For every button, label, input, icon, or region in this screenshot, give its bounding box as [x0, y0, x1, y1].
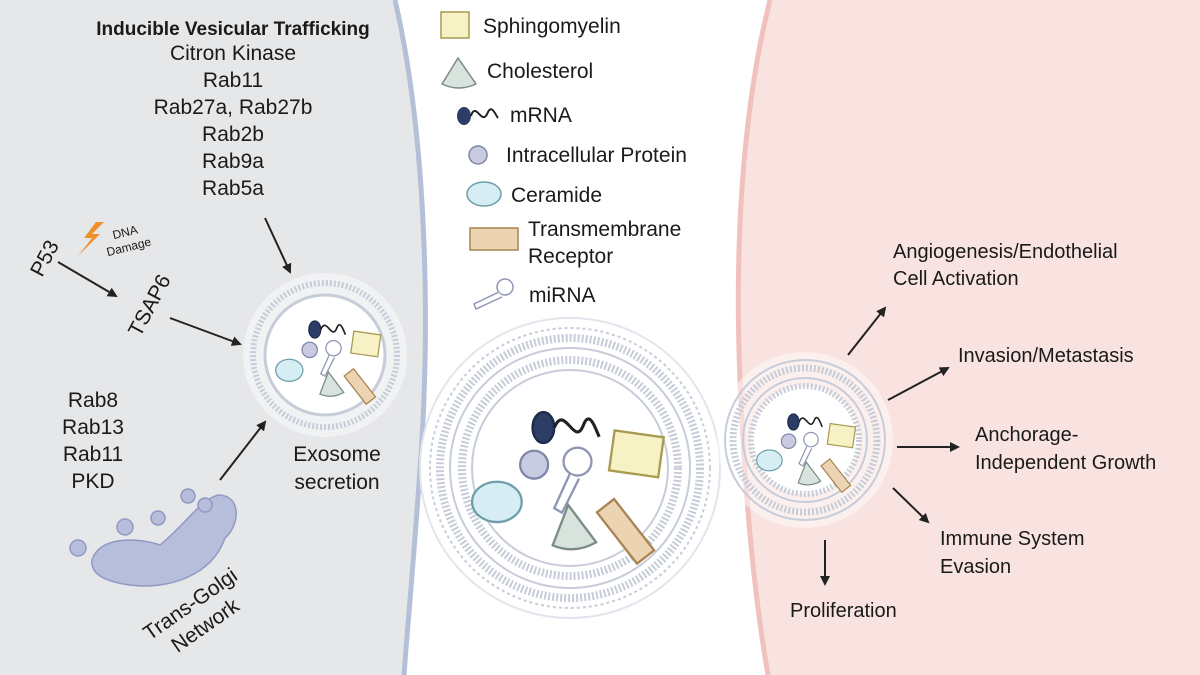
exosome-label: secretion — [294, 471, 379, 494]
trafficking-item: Rab9a — [202, 150, 264, 173]
legend-label: Intracellular Protein — [506, 144, 687, 167]
secreting-exosome — [243, 273, 407, 437]
cholesterol-icon — [440, 56, 478, 89]
trafficking-item: Rab2b — [202, 123, 264, 146]
tsap6-arrow — [169, 317, 242, 346]
rab-item: Rab11 — [63, 443, 123, 466]
legend-label: Ceramide — [511, 184, 602, 207]
effect-label: Cell Activation — [893, 268, 1019, 290]
mirna-icon — [496, 278, 514, 296]
effect-arrow — [847, 306, 887, 356]
golgi-icon — [69, 488, 237, 587]
legend-label: miRNA — [529, 284, 596, 307]
legend-label: Receptor — [528, 245, 613, 268]
central-exosome — [419, 317, 721, 619]
rab-list: Rab8 Rab13 Rab11 PKD — [62, 389, 124, 493]
trafficking-item: Rab11 — [203, 69, 263, 92]
trafficking-list: Citron Kinase Rab11 Rab27a, Rab27b Rab2b… — [154, 42, 313, 200]
legend-label: Transmembrane — [528, 218, 681, 241]
recipient-cell-membrane — [735, 0, 773, 675]
protein-icon — [468, 145, 488, 165]
effect-label: Angiogenesis/Endothelial — [893, 241, 1118, 263]
rab-item: Rab8 — [68, 389, 118, 412]
golgi-arrow — [219, 420, 267, 481]
effect-proliferation: Proliferation — [790, 600, 897, 622]
legend: Sphingomyelin Cholesterol mRNA Intracell… — [440, 11, 687, 311]
effect-invasion: Invasion/Metastasis — [958, 345, 1134, 367]
legend-label: mRNA — [510, 104, 572, 127]
effect-immune: Immune System Evasion — [940, 528, 1084, 578]
recipient-exosome — [717, 352, 893, 528]
effect-angiogenesis: Angiogenesis/Endothelial Cell Activation — [893, 241, 1118, 290]
rab-item: Rab13 — [62, 416, 124, 439]
legend-label: Cholesterol — [487, 60, 593, 83]
trafficking-item: Citron Kinase — [170, 42, 296, 65]
effect-label: Independent Growth — [975, 452, 1156, 474]
effect-label: Evasion — [940, 556, 1011, 578]
sphingomyelin-icon — [440, 11, 470, 39]
mrna-icon — [457, 107, 471, 125]
effect-arrow — [892, 487, 930, 524]
effect-arrow — [887, 367, 950, 401]
dna-damage-label: DNA — [111, 222, 139, 242]
trafficking-arrow — [264, 217, 292, 274]
exosome-label: Exosome — [293, 443, 381, 466]
rab-item: PKD — [71, 470, 114, 493]
effect-label: Anchorage- — [975, 424, 1078, 446]
receptor-icon — [469, 227, 519, 251]
lightning-icon — [78, 222, 104, 256]
donor-cell — [0, 0, 426, 675]
trafficking-title: Inducible Vesicular Trafficking — [96, 19, 369, 40]
ceramide-icon — [466, 181, 502, 207]
effect-anchorage: Anchorage- Independent Growth — [975, 424, 1156, 474]
recipient-cell — [738, 0, 1200, 675]
legend-label: Sphingomyelin — [483, 15, 621, 38]
trafficking-item: Rab27a, Rab27b — [154, 96, 313, 119]
donor-cell-membrane — [392, 0, 428, 675]
trafficking-item: Rab5a — [202, 177, 264, 200]
p53-arrow — [57, 261, 118, 298]
effect-label: Immune System — [940, 528, 1084, 550]
